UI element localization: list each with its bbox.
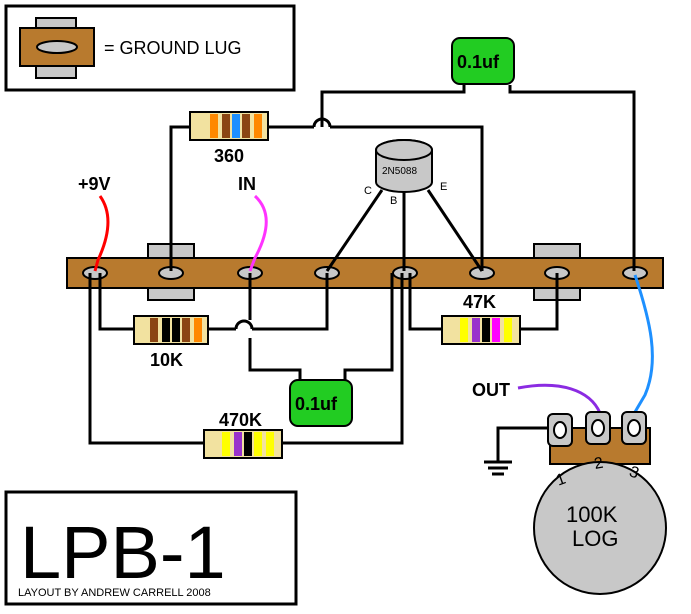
resistor-10k-label: 10K: [150, 350, 183, 370]
input-label: IN: [238, 174, 256, 194]
transistor-pin-e: E: [440, 181, 447, 193]
title-credit: LAYOUT BY ANDREW CARRELL 2008: [18, 587, 211, 599]
transistor-2n5088: 2N5088 C B E: [364, 139, 447, 207]
pot-pin-2: 2: [593, 455, 605, 473]
pot-taper: LOG: [572, 526, 618, 551]
input-wire: [248, 194, 268, 272]
title-block: LPB-1 LAYOUT BY ANDREW CARRELL 2008: [4, 490, 298, 606]
resistor-470k-label: 470K: [219, 410, 262, 430]
resistor-47k-label: 47K: [463, 292, 496, 312]
wires: [88, 85, 636, 476]
resistor-10k: 10K: [133, 315, 209, 370]
resistor-47k: 47K: [441, 292, 521, 345]
terminal-board: [66, 257, 664, 289]
resistor-360: 360: [189, 111, 269, 166]
capacitor-top-label: 0.1uf: [457, 52, 500, 72]
transistor-part-label: 2N5088: [382, 166, 417, 177]
potentiometer-100k: 1 2 3 100K LOG: [533, 411, 667, 595]
output-label: OUT: [472, 380, 510, 400]
plus9v-label: +9V: [78, 174, 111, 194]
transistor-pin-b: B: [390, 195, 397, 207]
capacitor-top: 0.1uf: [451, 37, 515, 85]
pot-lug3-wire: [633, 274, 654, 413]
pot-value: 100K: [566, 502, 618, 527]
capacitor-bottom: 0.1uf: [289, 379, 353, 427]
ground-lug-legend-text: = GROUND LUG: [104, 38, 242, 58]
resistor-360-label: 360: [214, 146, 244, 166]
transistor-pin-c: C: [364, 185, 372, 197]
capacitor-bottom-label: 0.1uf: [295, 394, 338, 414]
plus9v-wire: [93, 195, 110, 272]
resistor-470k: 470K: [203, 410, 283, 459]
output-wire: [517, 383, 602, 414]
ground-lug-legend: = GROUND LUG: [4, 4, 296, 92]
title-main: LPB-1: [20, 511, 226, 594]
